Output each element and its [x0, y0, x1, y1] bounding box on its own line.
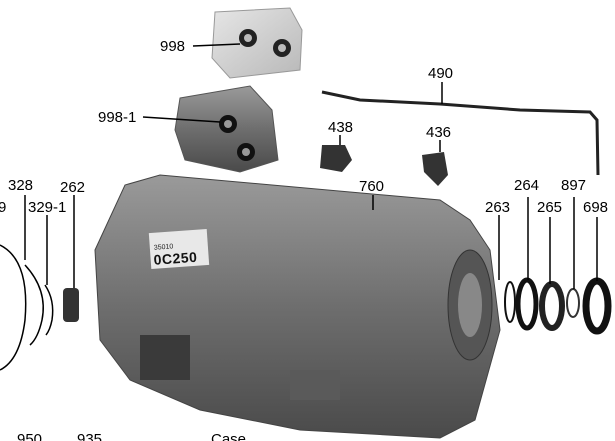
callout-760: 760 [359, 178, 385, 195]
callout-436: 436 [426, 124, 452, 141]
part-438 [320, 135, 352, 172]
callout-935: 935 [77, 431, 103, 441]
callout-329: 9 [0, 199, 7, 216]
sticker-big-code: 0C250 [153, 248, 198, 268]
right-seals [498, 197, 612, 335]
part-490 [321, 82, 600, 176]
callout-490: 490 [428, 65, 454, 82]
callout-262: 262 [60, 179, 86, 196]
callout-438: 438 [328, 119, 354, 136]
callout-328: 328 [8, 177, 34, 194]
callout-case: Case [211, 431, 247, 441]
callout-897: 897 [561, 177, 587, 194]
callout-264: 264 [514, 177, 540, 194]
callout-263: 263 [485, 199, 511, 216]
case-sticker: 35010 0C250 [148, 229, 210, 269]
callout-698: 698 [583, 199, 609, 216]
part-998-1 [142, 85, 279, 173]
part-436 [422, 140, 448, 186]
part-760-case [94, 174, 501, 439]
callout-950: 950 [17, 431, 43, 441]
part-998 [192, 7, 303, 79]
callout-265: 265 [537, 199, 563, 216]
callout-998-1: 998-1 [98, 109, 137, 126]
left-seals [0, 195, 79, 371]
callout-998: 998 [160, 38, 186, 55]
callout-329-1: 329-1 [28, 199, 67, 216]
